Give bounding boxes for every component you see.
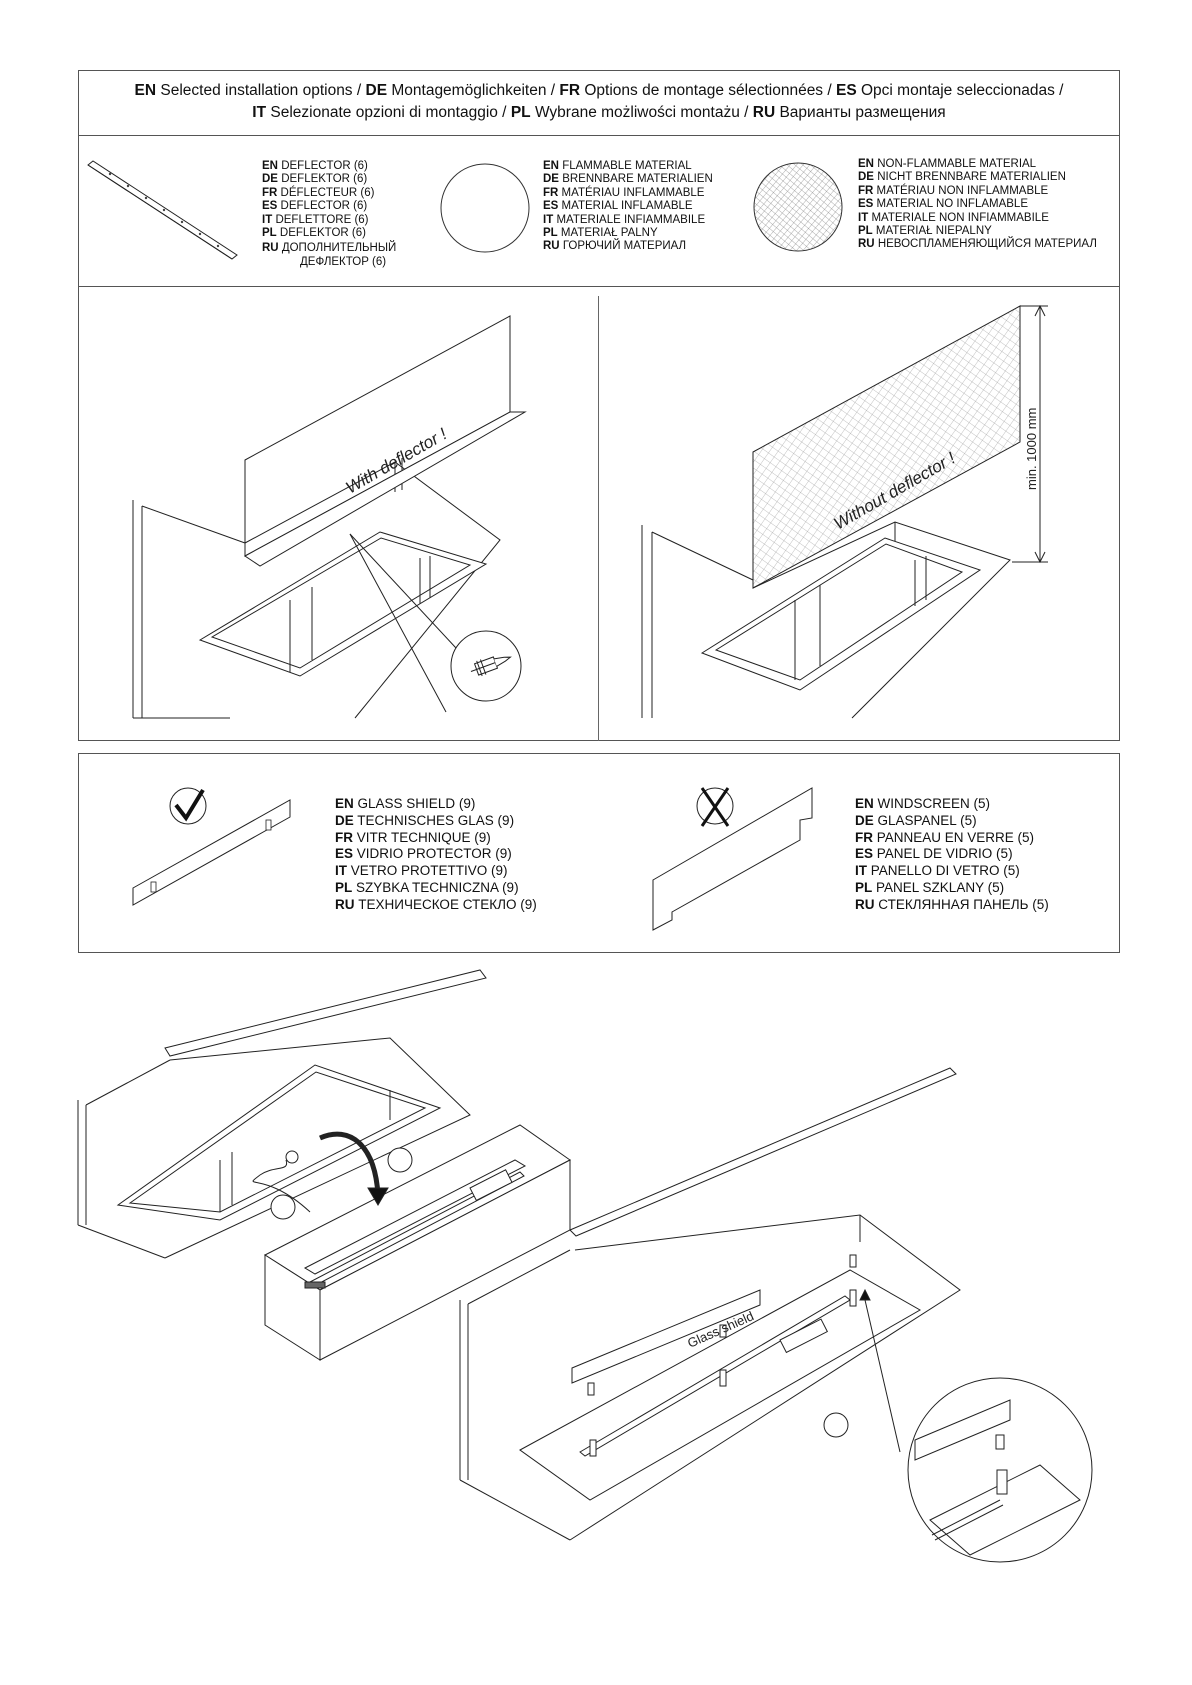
with-deflector-illustration: With deflector ! xyxy=(132,315,527,719)
glass-shield-illustration xyxy=(132,787,813,931)
flammable-legend: EN FLAMMABLE MATERIAL DE BRENNBARE MATER… xyxy=(543,160,713,253)
installation-options-box xyxy=(78,286,1120,741)
deflector-legend: EN DEFLECTOR (6) DE DEFLEKTOR (6) FR DÉF… xyxy=(262,160,397,268)
header-box: EN Selected installation options / DE Mo… xyxy=(78,70,1120,136)
glass-shield-legend: EN GLASS SHIELD (9) DE TECHNISCHES GLAS … xyxy=(335,796,537,912)
without-deflector-illustration: Without deflector ! min. 1000 mm xyxy=(641,304,1048,719)
min-height-label: min. 1000 mm xyxy=(1024,408,1039,490)
flammable-material-symbol xyxy=(440,163,530,253)
non-flammable-legend: EN NON-FLAMMABLE MATERIAL DE NICHT BRENN… xyxy=(858,158,1097,251)
deflector-bar-illustration xyxy=(87,160,238,260)
header-line-1: EN Selected installation options / DE Mo… xyxy=(134,82,1064,99)
windscreen-legend: EN WINDSCREEN (5) DE GLASPANEL (5) FR PA… xyxy=(855,796,1049,912)
options-divider xyxy=(598,296,599,741)
non-flammable-material-symbol xyxy=(753,162,843,252)
header-line-2: IT Selezionate opzioni di montaggio / PL… xyxy=(252,104,946,121)
glass-options-box xyxy=(78,753,1120,953)
